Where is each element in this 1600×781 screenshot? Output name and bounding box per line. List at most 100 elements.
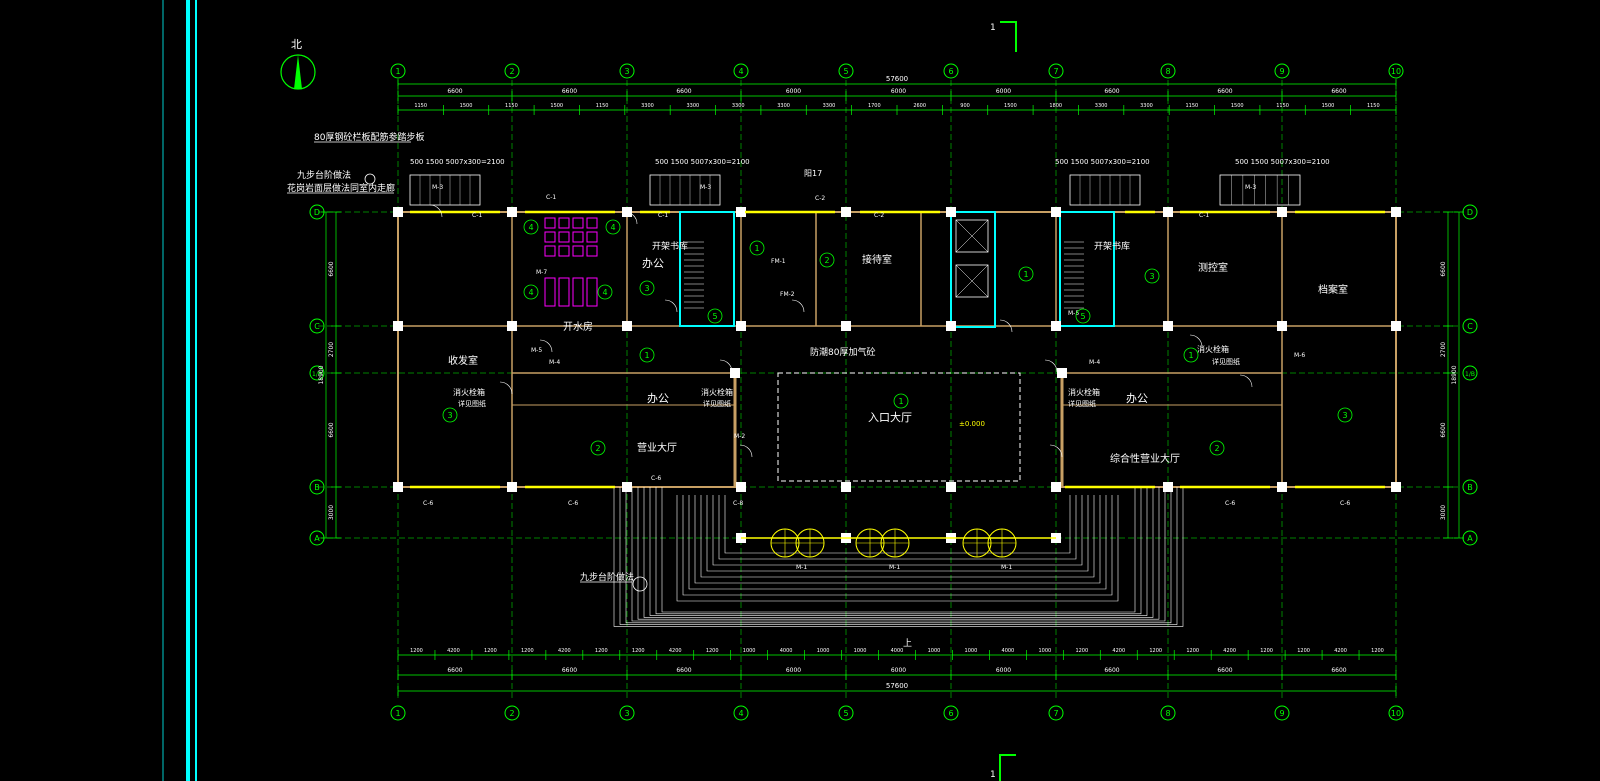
section-mark-top: 1 bbox=[990, 21, 1017, 52]
door-label-2: M-1 bbox=[1001, 564, 1012, 571]
dim-depth-right-text-0: 18900 bbox=[1451, 365, 1458, 384]
room-comprehensive-hall: 综合性营业大厅 bbox=[1110, 452, 1180, 465]
window-label-0: C-1 bbox=[472, 212, 482, 219]
room-number-13: 2 bbox=[595, 444, 600, 453]
dim-details-bottom-text-24: 1200 bbox=[1297, 648, 1310, 654]
room-number-bubble-11 bbox=[893, 393, 909, 409]
section-mark-bottom: 1 bbox=[990, 754, 1016, 781]
dim-sub-top-text-1: 1500 bbox=[460, 103, 473, 109]
door-label-11: M-6 bbox=[1294, 352, 1305, 359]
room-number-bubble-16 bbox=[707, 308, 723, 324]
note-hydrant-4: 消火栓箱 bbox=[1197, 344, 1229, 354]
column-29 bbox=[841, 482, 851, 492]
room-number-bubble-1 bbox=[605, 219, 621, 235]
dim-sub-top-text-19: 1150 bbox=[1276, 103, 1289, 109]
room-monitor: 测控室 bbox=[1198, 261, 1228, 274]
room-number-16: 5 bbox=[712, 312, 717, 321]
grid-bubble-top-1 bbox=[390, 63, 406, 79]
room-number-bubble-4 bbox=[639, 280, 655, 296]
dim-bays-bottom-text-3: 6000 bbox=[786, 667, 801, 674]
north-arrow: 北 bbox=[280, 38, 316, 90]
door-swing-2 bbox=[664, 299, 678, 313]
grid-bubble-bottom-4 bbox=[733, 705, 749, 721]
dim-details-bottom-text-25: 4200 bbox=[1334, 648, 1347, 654]
column-30 bbox=[946, 482, 956, 492]
dim-bays-top-text-5: 6000 bbox=[996, 88, 1011, 95]
grid-row-label-right-C: C bbox=[1467, 322, 1473, 331]
dim-depth-left-text-0: 18900 bbox=[318, 365, 325, 384]
room-water: 开水房 bbox=[563, 320, 593, 333]
room-number-bubble-0 bbox=[523, 219, 539, 235]
dim-details-bottom-text-12: 1000 bbox=[854, 648, 867, 654]
column-5 bbox=[622, 321, 632, 331]
room-number-17: 5 bbox=[1080, 312, 1085, 321]
toilet-1-1 bbox=[558, 231, 570, 243]
column-10 bbox=[946, 207, 956, 217]
north-stair-1 bbox=[649, 174, 721, 206]
dim-bays-top-text-4: 6000 bbox=[891, 88, 906, 95]
column-18 bbox=[1391, 207, 1401, 217]
window-label-3: C-1 bbox=[1199, 212, 1209, 219]
note-steps: 九步台阶做法 bbox=[297, 169, 351, 181]
column-9 bbox=[841, 321, 851, 331]
dim-details-bottom-text-15: 1000 bbox=[965, 648, 978, 654]
dim-details-bottom-text-19: 4200 bbox=[1112, 648, 1125, 654]
grid-bubble-top-6 bbox=[943, 63, 959, 79]
grid-label-top-8: 8 bbox=[1165, 67, 1170, 76]
window-label-8: C-6 bbox=[1225, 500, 1235, 507]
grid-row-bubble-left-1/B bbox=[309, 365, 325, 381]
stair-dims-3: 500 1500 5007x300=2100 bbox=[1235, 158, 1330, 166]
grid-label-bottom-5: 5 bbox=[843, 709, 848, 718]
window-label-2: C-1 bbox=[658, 212, 668, 219]
room-number-6: 3 bbox=[1149, 272, 1154, 281]
dim-details-bottom-text-8: 1200 bbox=[706, 648, 719, 654]
dim-details-bottom-text-3: 1200 bbox=[521, 648, 534, 654]
column-20 bbox=[393, 482, 403, 492]
note-granite: 花岗岩面层做法同室内走廊 bbox=[287, 182, 395, 194]
door-label-8: M-4 bbox=[1089, 359, 1100, 366]
room-number-bubble-9 bbox=[639, 347, 655, 363]
grid-label-bottom-9: 9 bbox=[1279, 709, 1284, 718]
window-label-10: C-6 bbox=[651, 475, 661, 482]
note-railing: 80厚钢砼栏板配筋参踏步板 bbox=[314, 131, 424, 143]
grid-label-top-7: 7 bbox=[1053, 67, 1058, 76]
section-mark-top-label: 1 bbox=[990, 23, 996, 33]
dim-sub-top-text-20: 1500 bbox=[1322, 103, 1335, 109]
window-label-6: C-6 bbox=[423, 500, 433, 507]
dim-sub-top-text-21: 1150 bbox=[1367, 103, 1380, 109]
dim-sub-top-text-14: 1800 bbox=[1049, 103, 1062, 109]
grid-bubble-bottom-1 bbox=[390, 705, 406, 721]
dim-bays-top-text-6: 6600 bbox=[1104, 88, 1119, 95]
room-number-2: 4 bbox=[528, 288, 533, 297]
room-number-11: 1 bbox=[898, 397, 903, 406]
dim-rows-left-text-2: 6600 bbox=[328, 422, 335, 437]
room-number-bubble-12 bbox=[442, 407, 458, 423]
dim-sub-top-text-13: 1500 bbox=[1004, 103, 1017, 109]
room-number-bubble-3 bbox=[597, 284, 613, 300]
dim-details-bottom-text-4: 4200 bbox=[558, 648, 571, 654]
toilet-2-2 bbox=[572, 245, 584, 257]
column-27 bbox=[1391, 482, 1401, 492]
step-inner-4 bbox=[700, 495, 1095, 578]
dim-overall-bottom-text-0: 57600 bbox=[886, 682, 908, 690]
dim-bays-bottom-text-2: 6600 bbox=[676, 667, 691, 674]
grid-label-top-9: 9 bbox=[1279, 67, 1284, 76]
column-layer bbox=[393, 207, 1401, 543]
dim-details-bottom-text-21: 1200 bbox=[1186, 648, 1199, 654]
room-business-hall: 营业大厅 bbox=[637, 441, 677, 454]
door-label-1: M-1 bbox=[889, 564, 900, 571]
room-number-bubble-2 bbox=[523, 284, 539, 300]
dim-details-bottom-text-13: 4000 bbox=[891, 648, 904, 654]
door-swing-9 bbox=[1239, 374, 1253, 388]
grid-label-bottom-3: 3 bbox=[624, 709, 629, 718]
note-hydrant-sub-3: 详见图纸 bbox=[703, 399, 731, 408]
step-outer-5 bbox=[631, 487, 1166, 622]
grid-label-top-6: 6 bbox=[948, 67, 953, 76]
annotations: 80厚钢砼栏板配筋参踏步板 九步台阶做法 花岗岩面层做法同室内走廊 防潮80厚加… bbox=[287, 131, 1330, 649]
room-office-2: 办公 bbox=[647, 392, 669, 405]
up-label-bottom: 上 bbox=[903, 638, 912, 649]
dim-details-bottom-text-11: 1000 bbox=[817, 648, 830, 654]
window-label-1: C-1 bbox=[546, 194, 556, 201]
room-stair-left: 开架书库 bbox=[652, 240, 688, 252]
